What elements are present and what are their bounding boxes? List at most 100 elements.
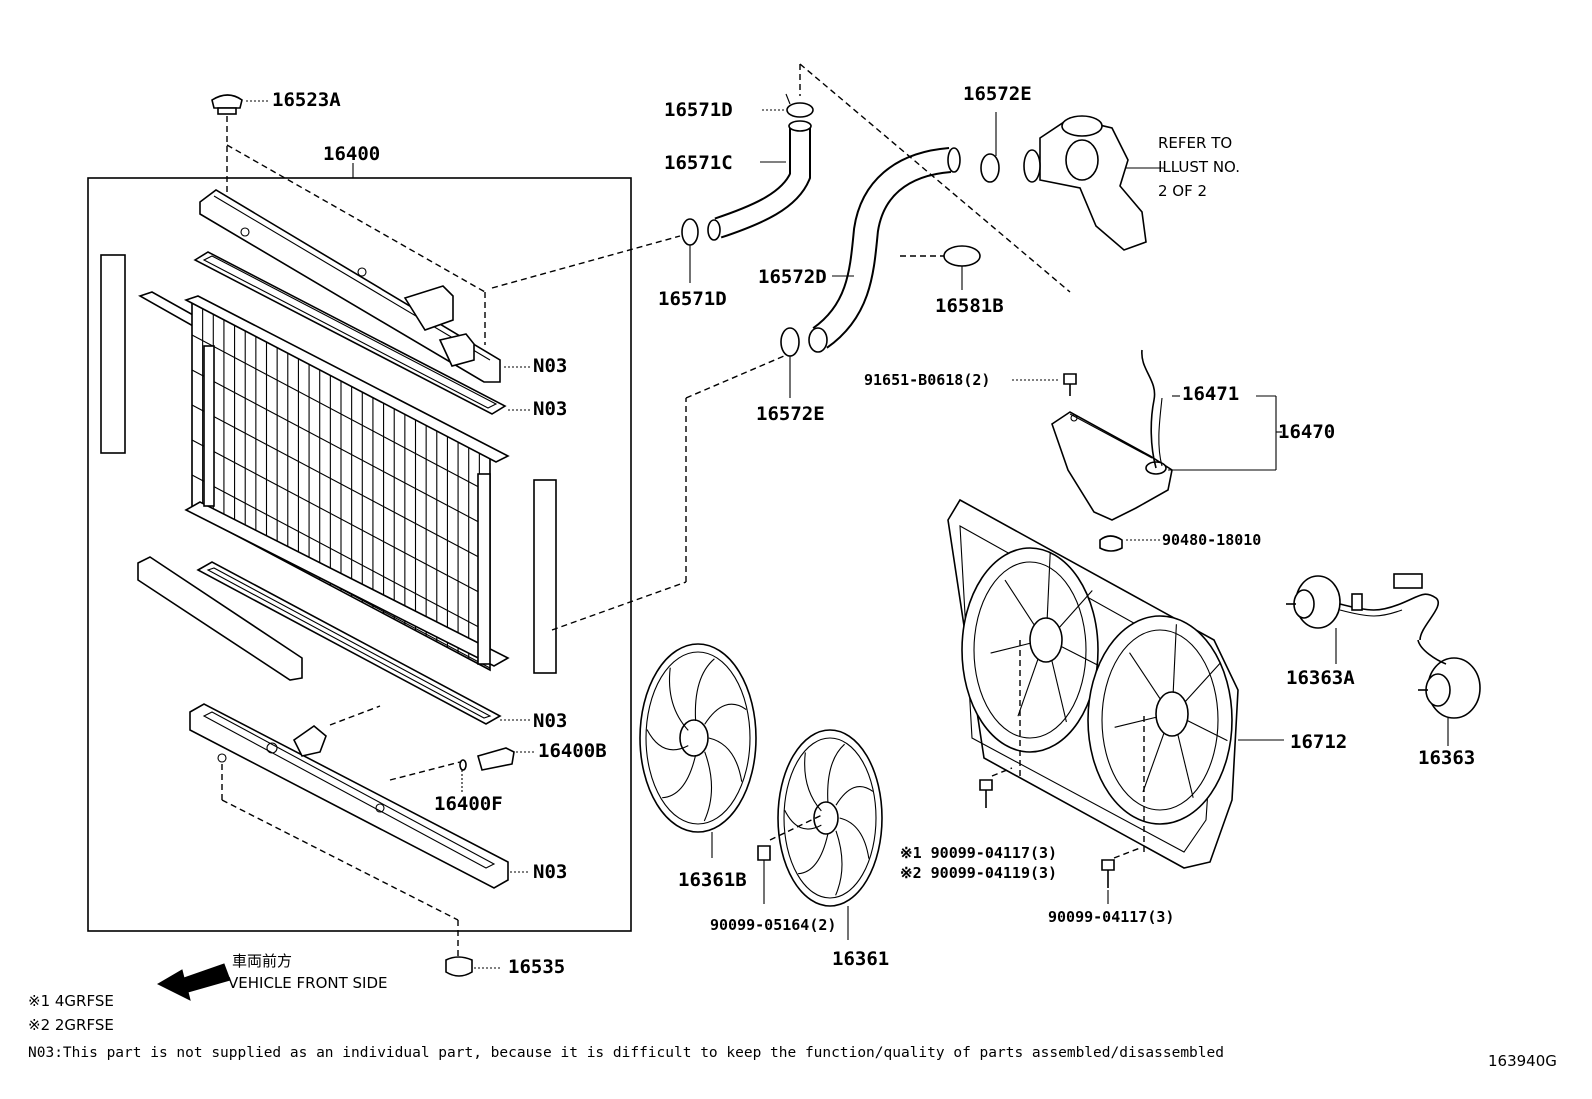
core-tube — [191, 404, 491, 564]
label-16471: 16471 — [1182, 383, 1239, 405]
reservoir-tank-16470 — [1012, 349, 1282, 552]
label-16363A: 16363A — [1286, 667, 1355, 689]
radiator-core — [183, 295, 510, 672]
label-16400: 16400 — [323, 143, 380, 165]
fan-blade — [827, 743, 845, 803]
label-16361: 16361 — [832, 948, 889, 970]
shroud-spoke — [1046, 552, 1051, 619]
refer-line-3: 2 OF 2 — [1158, 182, 1207, 200]
vehicle-front-arrow — [156, 963, 231, 1001]
clamp-16572E-bottom — [780, 327, 800, 357]
drain-plug-16535 — [445, 920, 500, 977]
shroud-spoke — [1017, 658, 1039, 717]
fan-motor-16363A — [1286, 573, 1439, 664]
label-90099-04117: 90099-04117(3) — [1048, 908, 1174, 926]
label-16363: 16363 — [1418, 747, 1475, 769]
label-n03-upper-gasket: N03 — [533, 398, 567, 420]
fan-16361 — [769, 729, 883, 940]
fan-blade — [646, 729, 689, 751]
refer-line-1: REFER TO — [1158, 134, 1232, 152]
upper-tank — [199, 144, 530, 383]
label-16712: 16712 — [1290, 731, 1347, 753]
nut-90099-05164 — [757, 845, 771, 904]
label-16571D-bottom: 16571D — [658, 288, 727, 310]
fan-motor-16363 — [1417, 639, 1481, 746]
radiator-assembly-16400 — [87, 94, 632, 977]
footnote-star2: ※2 2GRFSE — [28, 1016, 114, 1034]
vehicle-front-japanese: 車両前方 — [232, 952, 292, 970]
fan-blade — [784, 809, 822, 830]
shroud-spoke — [1172, 624, 1177, 693]
lower-gasket — [196, 561, 530, 725]
shroud-spoke — [1004, 579, 1035, 626]
fan-blade — [804, 752, 822, 812]
fan-blade — [669, 667, 689, 731]
radiator-group-frame — [87, 177, 632, 932]
fan-blade — [703, 751, 712, 822]
shroud-spoke — [1061, 646, 1100, 667]
fan-shroud-16712 — [947, 498, 1284, 904]
shroud-spoke — [1187, 720, 1228, 742]
core-tube — [191, 474, 491, 634]
label-16535: 16535 — [508, 956, 565, 978]
shroud-spoke — [1184, 662, 1221, 702]
label-16523A: 16523A — [272, 89, 341, 111]
clamp-16572E-top — [980, 153, 1000, 183]
shroud-spoke — [1177, 734, 1194, 798]
label-16572E-top: 16572E — [963, 83, 1032, 105]
label-n03-upper-tank: N03 — [533, 355, 567, 377]
shroud-spoke — [990, 642, 1031, 654]
shroud-spoke — [1058, 590, 1093, 628]
figure-id: 163940G — [1488, 1052, 1557, 1070]
fan-blade — [835, 830, 843, 896]
fan-blade — [839, 817, 870, 859]
fan-blade — [798, 833, 829, 875]
label-90480-18010: 90480-18010 — [1162, 531, 1261, 549]
clamp-16581B — [943, 245, 981, 267]
upper-gasket — [193, 251, 530, 415]
label-16571D-top: 16571D — [664, 99, 733, 121]
label-n03-lower-gasket: N03 — [533, 710, 567, 732]
label-star2-bolt: ※2 90099-04119(3) — [900, 864, 1057, 882]
label-16572E-bottom: 16572E — [756, 403, 825, 425]
clamp-16571D-bottom — [681, 218, 699, 246]
lower-tank — [189, 703, 530, 921]
fan-blade — [662, 755, 697, 799]
footnote-star1: ※1 4GRFSE — [28, 992, 114, 1010]
label-16572D: 16572D — [758, 266, 827, 288]
label-91651-B0618: 91651-B0618(2) — [864, 371, 990, 389]
core-tube — [191, 334, 491, 494]
drain-cock-16400B — [389, 747, 536, 792]
fan-blade — [835, 786, 874, 806]
shroud-spoke — [1129, 652, 1161, 700]
shroud-spoke — [1142, 732, 1165, 793]
label-16361B: 16361B — [678, 869, 747, 891]
fan-blade — [694, 658, 715, 721]
label-16581B: 16581B — [935, 295, 1004, 317]
fan-16361B — [639, 643, 757, 858]
bottom-seal-strip — [137, 556, 303, 681]
core-tube — [191, 439, 491, 599]
shroud-spoke — [1114, 716, 1157, 728]
hoses — [491, 63, 1071, 631]
water-outlet-refer — [1023, 115, 1164, 251]
label-n03-lower-tank: N03 — [533, 861, 567, 883]
clamp-16571D-top — [786, 102, 814, 118]
label-16400F: 16400F — [434, 793, 503, 815]
shroud-spoke — [1051, 660, 1067, 723]
label-16571C: 16571C — [664, 152, 733, 174]
fan-blade — [708, 737, 743, 782]
fan-blade — [704, 703, 747, 725]
label-star1-bolt: ※1 90099-04117(3) — [900, 844, 1057, 862]
label-16400B: 16400B — [538, 740, 607, 762]
footnote-n03: N03:This part is not supplied as an indi… — [28, 1045, 1224, 1061]
right-seal-vertical — [533, 479, 557, 674]
radiator-cap-16523A — [211, 94, 268, 196]
left-seal-vertical — [100, 254, 126, 454]
label-16470: 16470 — [1278, 421, 1335, 443]
core-tube — [191, 369, 491, 529]
refer-line-2: ILLUST NO. — [1158, 158, 1240, 176]
vehicle-front-english: VEHICLE FRONT SIDE — [228, 974, 388, 992]
label-90099-05164: 90099-05164(2) — [710, 916, 836, 934]
